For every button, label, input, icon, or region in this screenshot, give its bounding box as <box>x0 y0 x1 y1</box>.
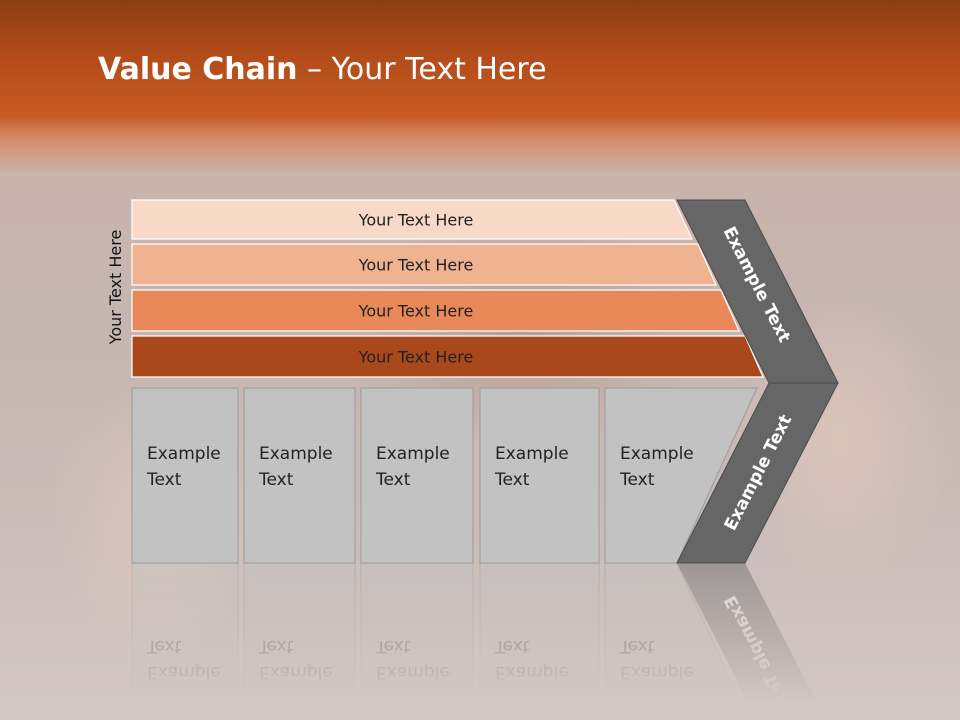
box-1-text-line1: Example <box>147 444 221 464</box>
box-2-reflected-line2: Text <box>258 636 294 656</box>
box-5-reflected-line2: Text <box>619 636 655 656</box>
box-5-text-reflection: Example Text <box>619 636 694 682</box>
bar-1 <box>131 199 693 240</box>
box-3-text-reflection: Example Text <box>375 636 450 682</box>
box-1-text-reflection: Example Text <box>146 636 221 682</box>
chevron-lower-reflection <box>677 563 827 720</box>
box-4-reflection <box>479 562 600 720</box>
box-3-text-line1: Example <box>376 444 450 464</box>
box-1-reflected-line2: Text <box>146 636 182 656</box>
bar-3 <box>131 289 740 332</box>
reflection: ExampleTextExampleTextExampleTextExample… <box>131 562 827 720</box>
box-1-text-line2: Text <box>146 470 182 490</box>
chevron-arrow: Example Text Example Text <box>676 199 839 564</box>
box-4-reflected-line2: Text <box>494 636 530 656</box>
box-4-reflected-line1: Example <box>495 662 569 682</box>
bar-4-label: Your Text Here <box>358 348 474 367</box>
box-1 <box>131 387 239 564</box>
box-5-text-line2: Text <box>619 470 655 490</box>
side-label: Your Text Here <box>106 230 125 346</box>
box-4-text-line1: Example <box>495 444 569 464</box>
box-1-reflected-line1: Example <box>147 662 221 682</box>
box-5-reflection <box>604 562 750 720</box>
box-3 <box>360 387 474 564</box>
box-2-reflection <box>243 562 356 720</box>
box-5-text-line1: Example <box>620 444 694 464</box>
box-3-reflected-line2: Text <box>375 636 411 656</box>
bar-3-label: Your Text Here <box>358 302 474 321</box>
bar-4 <box>131 335 764 378</box>
box-3-reflection <box>360 562 474 720</box>
bar-1-label: Your Text Here <box>358 211 474 230</box>
box-2-text-line1: Example <box>259 444 333 464</box>
box-5-reflected-line1: Example <box>620 662 694 682</box>
box-2-reflected-line1: Example <box>259 662 333 682</box>
bar-2-label: Your Text Here <box>358 256 474 275</box>
page-title: Value Chain – Your Text Here <box>98 52 547 87</box>
box-2-text-line2: Text <box>258 470 294 490</box>
box-4-text-reflection: Example Text <box>494 636 569 682</box>
box-1-reflection <box>131 562 239 720</box>
box-2 <box>243 387 356 564</box>
box-3-reflected-line1: Example <box>376 662 450 682</box>
bar-2 <box>131 243 717 286</box>
box-3-text-line2: Text <box>375 470 411 490</box>
box-2-text-reflection: Example Text <box>258 636 333 682</box>
box-4 <box>479 387 600 564</box>
box-4-text-line2: Text <box>494 470 530 490</box>
